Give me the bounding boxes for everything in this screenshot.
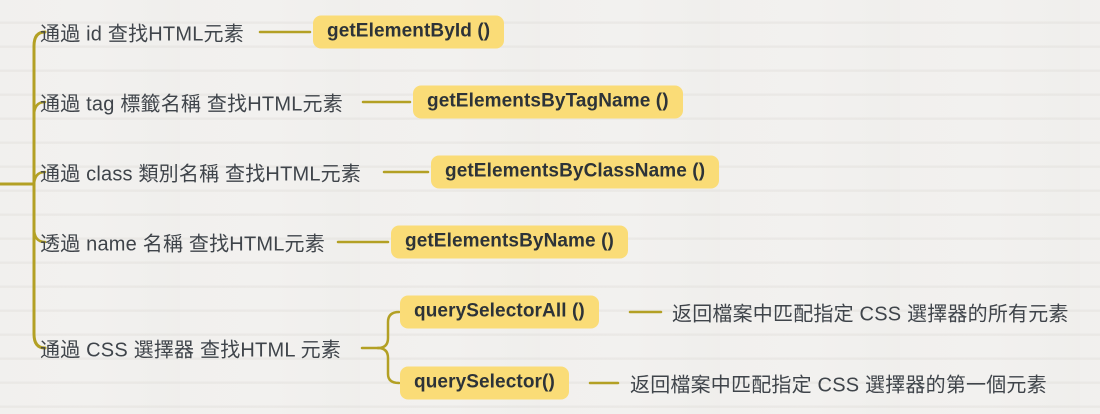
trunk-spine — [32, 30, 47, 350]
method-node-queryselectorall[interactable]: querySelectorAll () — [400, 295, 599, 329]
method-node-getelementsbyname[interactable]: getElementsByName () — [391, 225, 628, 259]
branch-label-css-selector[interactable]: 通過 CSS 選擇器 查找HTML 元素 — [40, 339, 342, 362]
branch-label-tag[interactable]: 通過 tag 標籤名稱 查找HTML元素 — [40, 93, 343, 116]
branch-label-id[interactable]: 通過 id 查找HTML元素 — [40, 23, 244, 46]
method-node-getelementbyid[interactable]: getElementById () — [313, 15, 505, 49]
fork-bracket-bottom — [376, 346, 401, 385]
branch-curve-2 — [32, 100, 47, 118]
method-node-getelementsbytagname[interactable]: getElementsByTagName () — [413, 85, 683, 119]
method-node-getelementsbyclassname[interactable]: getElementsByClassName () — [431, 155, 720, 189]
branch-label-class[interactable]: 通過 class 類別名稱 查找HTML元素 — [40, 163, 362, 186]
description-queryselectorall[interactable]: 返回檔案中匹配指定 CSS 選擇器的所有元素 — [672, 303, 1069, 326]
method-node-queryselector[interactable]: querySelector() — [400, 366, 569, 400]
branch-label-name[interactable]: 透過 name 名稱 查找HTML元素 — [40, 233, 325, 256]
description-queryselector[interactable]: 返回檔案中匹配指定 CSS 選擇器的第一個元素 — [630, 374, 1047, 397]
branch-curve-3 — [32, 170, 47, 188]
fork-bracket-top — [376, 310, 401, 350]
branch-curve-4 — [32, 226, 47, 244]
